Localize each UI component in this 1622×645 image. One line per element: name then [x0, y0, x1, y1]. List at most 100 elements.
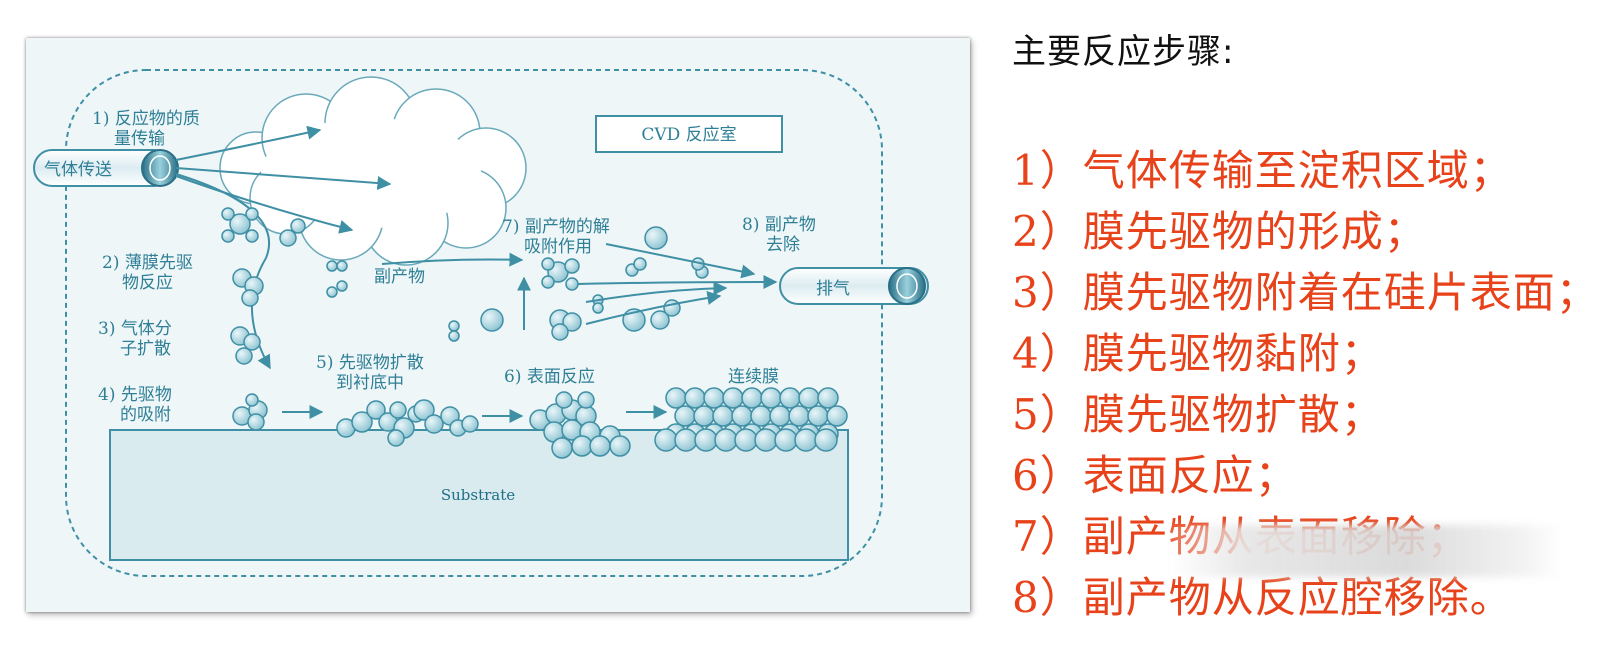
- film-molecule: [788, 405, 810, 427]
- reacting-molecule: [555, 391, 573, 409]
- byproduct-molecule: [480, 308, 504, 332]
- surface-molecule: [461, 415, 479, 433]
- gas-cloud: [219, 76, 527, 266]
- film-molecule: [754, 428, 778, 452]
- desorbing-molecule: [541, 275, 555, 289]
- cvd-diagram: CVD 反应室 气体传送 排气 1) 反应物的质 量传输 2) 薄膜先: [33, 69, 929, 577]
- surface-molecule: [424, 414, 444, 434]
- step-item-3: 3）膜先驱物附着在硅片表面；: [1012, 268, 1599, 317]
- byproduct-molecule: [326, 286, 338, 298]
- film-molecule: [714, 428, 738, 452]
- watermark-blur: [1170, 525, 1562, 577]
- film-molecule: [750, 405, 772, 427]
- steps-heading: 主要反应步骤:: [1012, 32, 1235, 72]
- film-molecule: [826, 405, 848, 427]
- film-molecule: [817, 387, 839, 409]
- step7-line2: 吸附作用: [524, 237, 592, 257]
- inlet-label: 气体传送: [44, 160, 112, 180]
- chamber-title-box: [595, 115, 783, 153]
- desorbing-molecule: [541, 257, 555, 271]
- precursor-molecule: [279, 229, 297, 247]
- chamber-title: CVD 反应室: [641, 125, 736, 145]
- film-molecule: [722, 387, 744, 409]
- precursor-molecule: [290, 218, 306, 234]
- surface-molecule: [389, 401, 407, 419]
- step8-line1: 8) 副产物: [742, 215, 816, 235]
- desorbing-molecule: [564, 258, 580, 274]
- substrate-label: Substrate: [441, 486, 515, 504]
- film-molecule: [694, 428, 718, 452]
- film-molecule: [712, 405, 734, 427]
- reacting-molecule: [609, 435, 631, 457]
- gas-inlet-pipe: [33, 149, 179, 187]
- step2-label: 2) 薄膜先驱 物反应: [102, 253, 198, 293]
- surface-molecule: [387, 429, 405, 447]
- step8-label: 8) 副产物 去除: [742, 215, 821, 255]
- step3-line2: 子扩散: [120, 339, 171, 359]
- diffusing-molecule: [235, 347, 253, 365]
- film-molecule: [734, 428, 758, 452]
- step2-line2: 物反应: [122, 273, 173, 293]
- adsorbed-molecule: [245, 393, 259, 407]
- diffusing-molecule: [243, 333, 261, 351]
- byproduct-molecule: [326, 260, 338, 272]
- step1-line1: 1) 反应物的质: [92, 109, 200, 129]
- byproduct-molecule: [448, 330, 460, 342]
- adsorbed-molecule: [247, 413, 265, 431]
- step2-line1: 2) 薄膜先驱: [102, 253, 193, 273]
- film-molecule: [693, 405, 715, 427]
- film-molecule: [654, 428, 678, 452]
- film-molecule: [774, 428, 798, 452]
- step1-label: 1) 反应物的质 量传输: [92, 109, 205, 149]
- precursor-molecule: [221, 229, 235, 243]
- molecules: [221, 207, 848, 459]
- desorbing-molecule: [592, 302, 604, 314]
- surface-molecule: [351, 411, 373, 433]
- step5-label: 5) 先驱物扩散 到衬底中: [316, 353, 429, 393]
- film-molecule: [741, 387, 763, 409]
- step-item-6: 6）表面反应；: [1012, 451, 1298, 500]
- desorbing-molecule: [551, 323, 569, 341]
- precursor-molecule: [241, 289, 259, 307]
- film-molecule: [794, 428, 818, 452]
- reacting-molecule: [589, 435, 611, 457]
- desorbing-molecule: [562, 312, 582, 332]
- film-molecule: [779, 387, 801, 409]
- desorbing-molecule: [565, 277, 579, 291]
- step-item-4: 4）膜先驱物黏附；: [1012, 329, 1384, 378]
- byproduct-label: 副产物: [374, 267, 425, 287]
- precursor-molecule: [221, 207, 235, 221]
- film-molecule: [814, 428, 838, 452]
- step6-label: 6) 表面反应: [504, 367, 595, 387]
- film-molecule: [674, 428, 698, 452]
- byproduct-molecule: [336, 280, 348, 292]
- film-molecule: [798, 387, 820, 409]
- precursor-molecule: [245, 229, 259, 243]
- surface-molecule: [413, 399, 435, 421]
- byproduct-molecule: [336, 260, 348, 272]
- step4-line1: 4) 先驱物: [98, 385, 172, 405]
- continuous-film-label: 连续膜: [728, 367, 779, 387]
- step5-line2: 到衬底中: [336, 373, 404, 393]
- film-molecule: [703, 387, 725, 409]
- desorbing-molecule: [644, 226, 668, 250]
- step1-line2: 量传输: [114, 129, 165, 149]
- step7-label: 7) 副产物的解 吸附作用: [502, 217, 615, 257]
- step4-line2: 的吸附: [120, 405, 171, 425]
- film-molecule: [665, 387, 687, 409]
- cvd-diagram-panel: CVD 反应室 气体传送 排气 1) 反应物的质 量传输 2) 薄膜先: [26, 38, 970, 612]
- step7-line1: 7) 副产物的解: [502, 217, 610, 237]
- step-item-8: 8）副产物从反应腔移除。: [1012, 573, 1513, 622]
- surface-molecule: [366, 400, 386, 420]
- reacting-molecule: [551, 437, 573, 459]
- film-molecule: [769, 405, 791, 427]
- step-item-1: 1）气体传输至淀积区域；: [1012, 146, 1513, 195]
- desorbing-molecule: [650, 310, 670, 330]
- step-item-5: 5）膜先驱物扩散；: [1012, 390, 1384, 439]
- film-molecule: [760, 387, 782, 409]
- step8-line2: 去除: [766, 235, 800, 255]
- byproduct-molecule: [448, 320, 460, 332]
- step4-label: 4) 先驱物 的吸附: [98, 385, 177, 425]
- film-molecule: [674, 405, 696, 427]
- precursor-molecule: [245, 207, 259, 221]
